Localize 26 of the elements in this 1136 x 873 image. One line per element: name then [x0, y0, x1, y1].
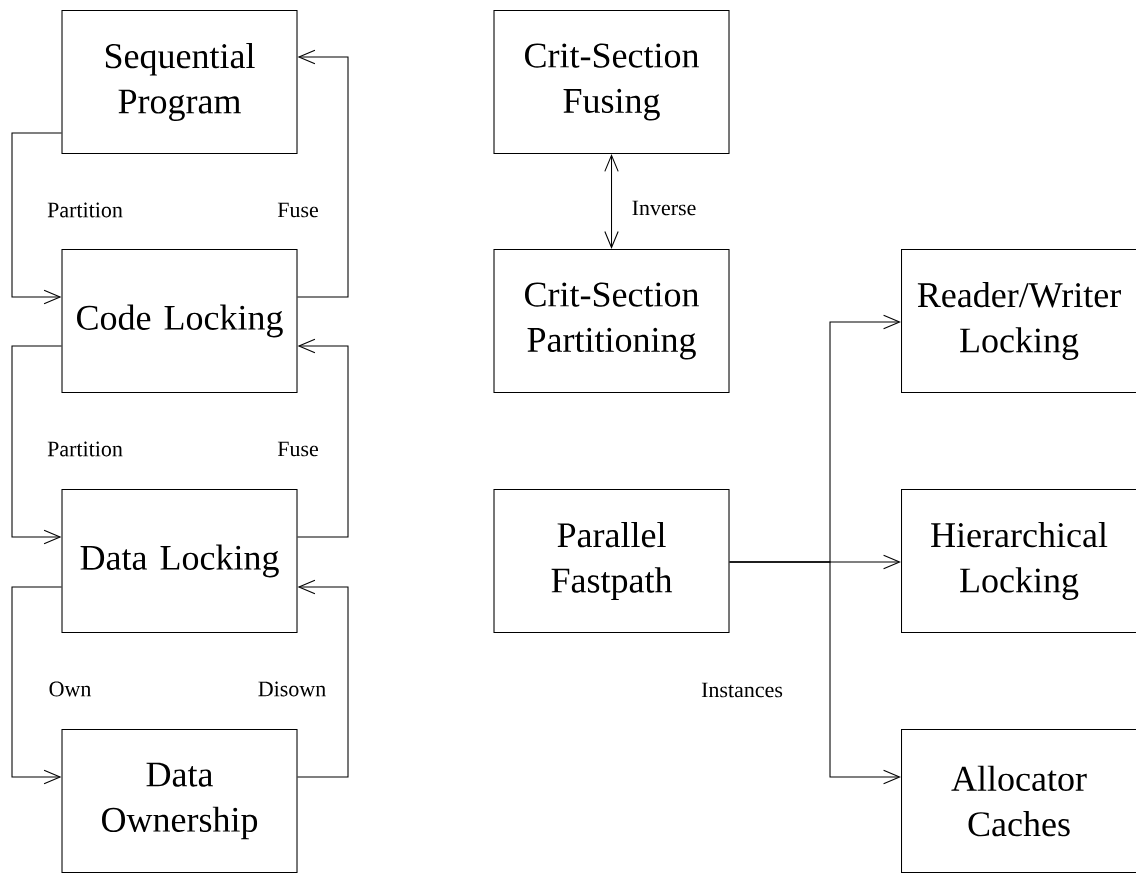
- arrow: [604, 154, 619, 249]
- process-box: Data Locking: [61, 488, 298, 634]
- edge-label: Fuse: [275, 440, 321, 458]
- process-box: Sequential Program: [61, 9, 298, 155]
- edge-label: Own: [47, 680, 93, 698]
- process-box: Crit-Section Partitioning: [493, 248, 730, 394]
- edge-label: Partition: [45, 201, 125, 219]
- arrow: [297, 579, 349, 778]
- arrow: [729, 561, 901, 785]
- arrow: [297, 49, 349, 298]
- edge-label: Disown: [256, 680, 328, 698]
- edge-label: Inverse: [630, 199, 698, 217]
- edge-label: Fuse: [275, 201, 321, 219]
- arrow: [11, 586, 62, 785]
- arrow: [11, 132, 62, 305]
- edge-label: Instances: [699, 681, 785, 699]
- edge-label: Partition: [45, 440, 125, 458]
- process-box: Data Ownership: [61, 728, 298, 873]
- process-box: Hierarchical Locking: [900, 488, 1136, 634]
- arrow: [11, 345, 62, 545]
- process-box: Reader/Writer Locking: [900, 248, 1136, 394]
- process-box: Allocator Caches: [900, 728, 1136, 873]
- process-box: Code Locking: [61, 248, 298, 394]
- process-box: Crit-Section Fusing: [493, 9, 730, 155]
- process-box: Parallel Fastpath: [493, 488, 730, 634]
- arrow: [297, 338, 349, 538]
